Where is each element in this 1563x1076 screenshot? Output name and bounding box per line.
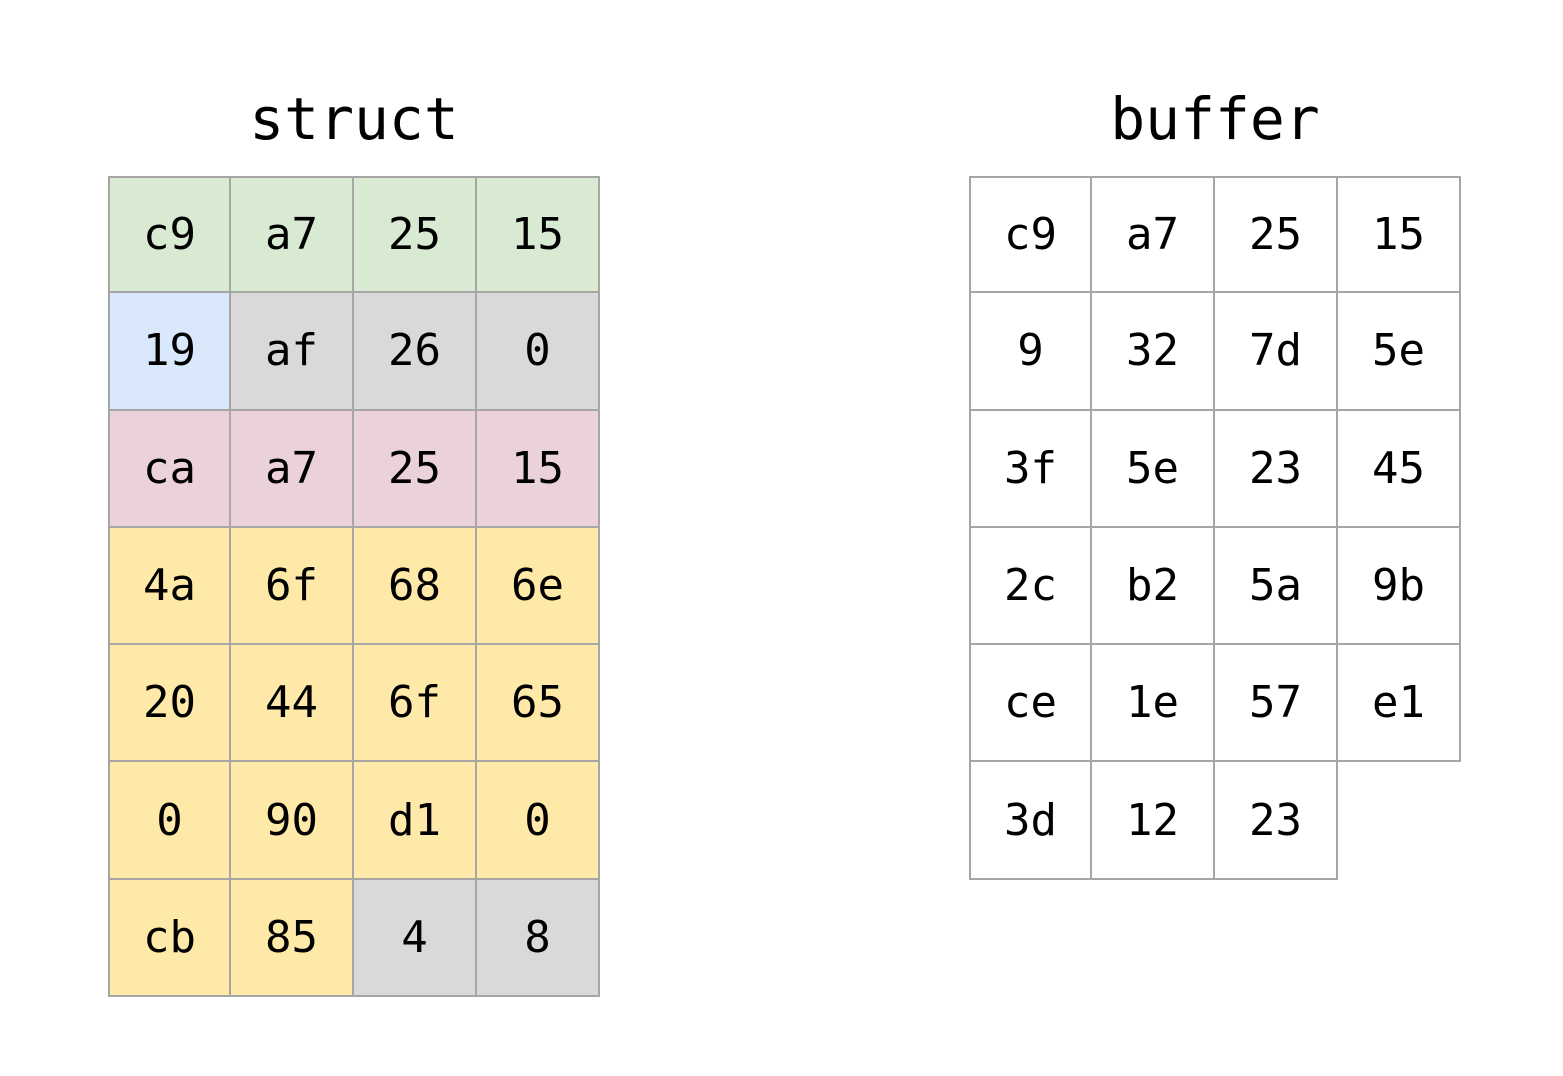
buffer-cell: 1e xyxy=(1092,645,1215,763)
buffer-cell: 15 xyxy=(1338,176,1461,294)
buffer-cell: 7d xyxy=(1215,293,1338,411)
buffer-cell: 3d xyxy=(969,762,1092,880)
buffer-cell: 23 xyxy=(1215,762,1338,880)
struct-cell: 85 xyxy=(231,879,354,998)
buffer-cell: c9 xyxy=(969,176,1092,294)
struct-cell: d1 xyxy=(354,762,477,880)
buffer-cell: 3f xyxy=(969,410,1092,528)
struct-cell: 0 xyxy=(477,293,600,411)
struct-cell: 68 xyxy=(354,527,477,646)
struct-title: struct xyxy=(249,85,459,153)
struct-cell: 26 xyxy=(354,293,477,411)
buffer-cell: 5e xyxy=(1092,410,1215,528)
struct-cell: 0 xyxy=(477,762,600,880)
buffer-cell: 5e xyxy=(1338,293,1461,411)
buffer-cell: 57 xyxy=(1215,645,1338,763)
struct-cell: 8 xyxy=(477,879,600,998)
struct-cell: a7 xyxy=(231,410,354,528)
struct-cell: 15 xyxy=(477,410,600,528)
buffer-cell: a7 xyxy=(1092,176,1215,294)
buffer-cell: 12 xyxy=(1092,762,1215,880)
struct-cell: 6e xyxy=(477,527,600,646)
struct-cell: 65 xyxy=(477,645,600,763)
buffer-cell: 32 xyxy=(1092,293,1215,411)
buffer-cell: 25 xyxy=(1215,176,1338,294)
struct-cell: a7 xyxy=(231,176,354,294)
struct-cell: 20 xyxy=(108,645,231,763)
struct-cell: 6f xyxy=(231,527,354,646)
struct-cell: 90 xyxy=(231,762,354,880)
buffer-cell: 5a xyxy=(1215,527,1338,646)
buffer-cell: ce xyxy=(969,645,1092,763)
struct-cell: c9 xyxy=(108,176,231,294)
struct-cell: 15 xyxy=(477,176,600,294)
buffer-cell: e1 xyxy=(1338,645,1461,763)
struct-cell: 0 xyxy=(108,762,231,880)
buffer-cell: 9b xyxy=(1338,527,1461,646)
struct-cell: 4 xyxy=(354,879,477,998)
struct-cell: 19 xyxy=(108,293,231,411)
struct-cell: 6f xyxy=(354,645,477,763)
buffer-cell: 2c xyxy=(969,527,1092,646)
buffer-cell: b2 xyxy=(1092,527,1215,646)
struct-cell: af xyxy=(231,293,354,411)
struct-cell: ca xyxy=(108,410,231,528)
struct-cell: cb xyxy=(108,879,231,998)
buffer-cell: 45 xyxy=(1338,410,1461,528)
buffer-cell: 9 xyxy=(969,293,1092,411)
buffer-title: buffer xyxy=(1110,85,1320,153)
struct-cell: 44 xyxy=(231,645,354,763)
struct-cell: 25 xyxy=(354,410,477,528)
struct-cell: 25 xyxy=(354,176,477,294)
struct-cell: 4a xyxy=(108,527,231,646)
buffer-cell: 23 xyxy=(1215,410,1338,528)
